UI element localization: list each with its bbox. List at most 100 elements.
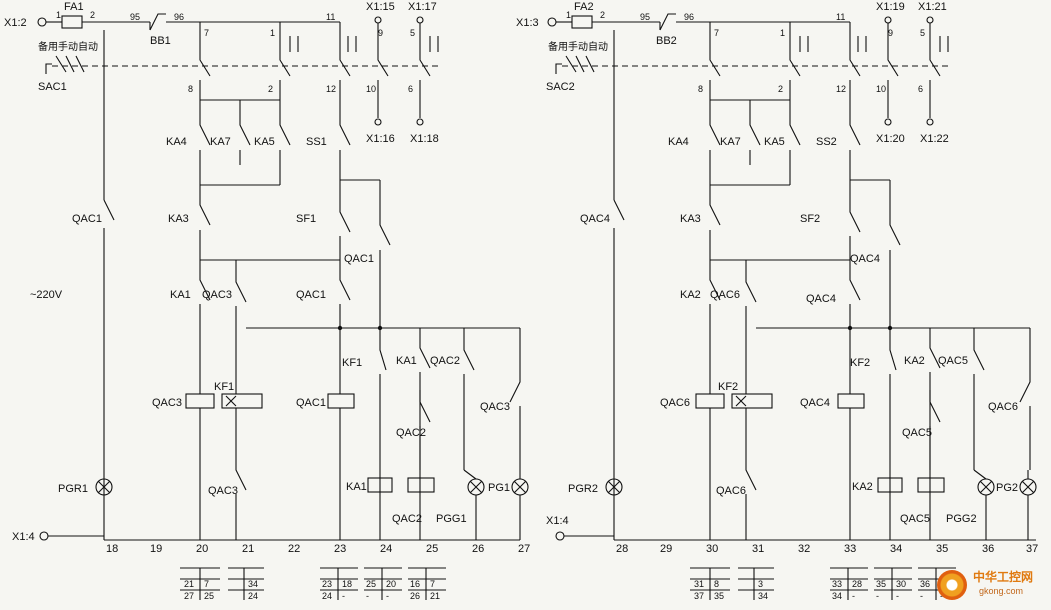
svg-text:34: 34 <box>758 591 768 601</box>
pin: 6 <box>408 84 413 94</box>
pin: 7 <box>714 28 719 38</box>
component-label: QAC4 <box>806 293 836 305</box>
terminal-label: X1:20 <box>876 133 905 145</box>
bb-pin: 96 <box>174 12 184 22</box>
selector-mode-text: 备用手动自动 <box>38 40 98 53</box>
component-label: KA5 <box>764 136 785 148</box>
bb-pin: 95 <box>640 12 650 22</box>
fuse-pin: 2 <box>600 10 605 20</box>
terminal-x1-4 <box>39 531 49 541</box>
component-label: PG2 <box>996 482 1018 494</box>
pin: 12 <box>326 84 336 94</box>
component-label: PGG2 <box>946 513 977 525</box>
fuse-fa1 <box>61 15 83 29</box>
svg-text:27: 27 <box>518 543 530 555</box>
svg-text:35: 35 <box>714 591 724 601</box>
bb-pin: 95 <box>130 12 140 22</box>
component-label: PGG1 <box>436 513 467 525</box>
supply-voltage: ~220V <box>30 289 63 301</box>
component-label: QAC6 <box>710 289 740 301</box>
terminal-label: X1:22 <box>920 133 949 145</box>
coil-qac6 <box>695 393 725 409</box>
right-circuit: X1:3 FA2 1 2 95 96 BB2 7 1 11 X1:19 X1:2… <box>516 1 1038 601</box>
component-label: KA2 <box>680 289 701 301</box>
svg-text:34: 34 <box>248 579 258 589</box>
coil-qac3 <box>185 393 215 409</box>
xref-table: 34 24 <box>228 567 264 601</box>
coil-qac2 <box>407 477 435 493</box>
coil-qac5 <box>917 477 945 493</box>
svg-text:21: 21 <box>184 579 194 589</box>
component-label: QAC4 <box>800 397 830 409</box>
lamp-pgr2 <box>605 478 623 496</box>
svg-text:25: 25 <box>204 591 214 601</box>
pin: 6 <box>918 84 923 94</box>
svg-text:30: 30 <box>896 579 906 589</box>
svg-text:31: 31 <box>752 543 764 555</box>
component-label: QAC5 <box>902 427 932 439</box>
svg-text:24: 24 <box>248 591 258 601</box>
svg-text:25: 25 <box>366 579 376 589</box>
component-label: QAC3 <box>152 397 182 409</box>
component-label: KA4 <box>668 136 689 148</box>
svg-text:32: 32 <box>798 543 810 555</box>
xref-table: 21 7 27 25 <box>180 567 220 601</box>
svg-text:35: 35 <box>876 579 886 589</box>
xref-table: 3 34 <box>738 567 774 601</box>
component-label: SF1 <box>296 213 316 225</box>
svg-text:20: 20 <box>386 579 396 589</box>
watermark-brand: 中华工控网 <box>973 570 1034 584</box>
coil-qac1 <box>327 393 355 409</box>
svg-text:-: - <box>920 591 923 601</box>
component-label: PGR1 <box>58 483 88 495</box>
watermark-site: gkong.com <box>979 586 1024 596</box>
component-label: PG1 <box>488 482 510 494</box>
pin: 10 <box>876 84 886 94</box>
terminal-label: X1:17 <box>408 1 437 13</box>
selector-mode-text: 备用手动自动 <box>548 40 608 53</box>
svg-text:-: - <box>852 591 855 601</box>
component-label: KF1 <box>342 357 362 369</box>
xref-table: 33 28 34 - <box>830 567 868 601</box>
left-circuit: X1:2 FA1 1 2 95 96 BB1 7 1 11 X1:15 X1:1… <box>4 1 530 601</box>
component-label: KA2 <box>904 355 925 367</box>
svg-text:-: - <box>896 591 899 601</box>
selector-label: SAC2 <box>546 81 575 93</box>
pin: 12 <box>836 84 846 94</box>
fuse-pin: 2 <box>90 10 95 20</box>
svg-text:35: 35 <box>936 543 948 555</box>
xref-table: 31 8 37 35 <box>690 567 730 601</box>
terminal-x1-3 <box>547 17 557 27</box>
svg-text:16: 16 <box>410 579 420 589</box>
component-label: QAC3 <box>208 485 238 497</box>
gear-icon <box>937 570 967 600</box>
svg-text:24: 24 <box>380 543 392 555</box>
bottom-numbers: 28 29 30 31 32 33 34 35 36 37 <box>616 543 1038 555</box>
svg-text:36: 36 <box>920 579 930 589</box>
pin: 8 <box>188 84 193 94</box>
component-label: QAC2 <box>396 427 426 439</box>
terminal-x1-4-right <box>555 531 565 541</box>
svg-text:7: 7 <box>430 579 435 589</box>
svg-text:37: 37 <box>1026 543 1038 555</box>
pin: 10 <box>366 84 376 94</box>
component-label: QAC1 <box>296 289 326 301</box>
xref-table: 16 7 26 21 <box>408 567 446 601</box>
fuse-fa2 <box>571 15 593 29</box>
component-label: QAC6 <box>716 485 746 497</box>
component-label: QAC3 <box>202 289 232 301</box>
component-label: KF1 <box>214 381 234 393</box>
component-label: KA1 <box>170 289 191 301</box>
bb-label: BB2 <box>656 35 677 47</box>
component-label: KA7 <box>720 136 741 148</box>
pin: 9 <box>888 28 893 38</box>
component-label: KA4 <box>166 136 187 148</box>
pin: 2 <box>268 84 273 94</box>
pin: 5 <box>920 28 925 38</box>
svg-text:26: 26 <box>472 543 484 555</box>
component-label: QAC4 <box>850 253 880 265</box>
svg-text:18: 18 <box>342 579 352 589</box>
pin: 1 <box>780 28 785 38</box>
component-label: QAC1 <box>344 253 374 265</box>
coil-qac4 <box>837 393 865 409</box>
